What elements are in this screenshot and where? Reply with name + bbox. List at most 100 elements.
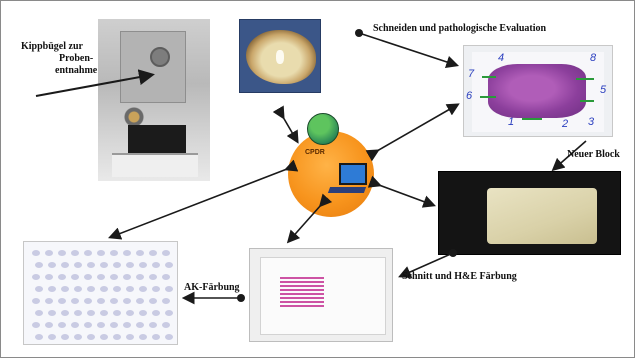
- tissue-core-dot: [152, 262, 160, 268]
- tissue-slice-photo: [239, 19, 321, 93]
- tissue-core-dot: [71, 322, 79, 328]
- tissue-core-dot: [32, 274, 40, 280]
- tissue-core-dot: [32, 250, 40, 256]
- tissue-core-dot: [87, 286, 95, 292]
- slide-mark: 6: [466, 90, 473, 102]
- tissue-core-dot: [165, 334, 173, 340]
- tissue-core-dot: [35, 286, 43, 292]
- tissue-core-dot: [139, 334, 147, 340]
- computer-icon: [339, 163, 367, 185]
- tissue-core-dot: [45, 250, 53, 256]
- tissue-core-dot: [136, 274, 144, 280]
- tissue-core-dot: [48, 310, 56, 316]
- tissue-core-dot: [87, 334, 95, 340]
- neuer-block-label: Neuer Block: [567, 149, 620, 160]
- tissue-core-dot: [126, 310, 134, 316]
- tissue-core-dot: [110, 274, 118, 280]
- tissue-core-dot: [136, 298, 144, 304]
- tissue-core-dot: [152, 286, 160, 292]
- tissue-core-dot: [152, 310, 160, 316]
- globe-icon: [307, 113, 339, 145]
- arrow-origin-dot: [355, 29, 363, 37]
- paraffin-block-photo: [438, 171, 621, 255]
- arrow-schneiden: [358, 32, 460, 69]
- arrow-schnitt: [398, 252, 454, 278]
- hub-label: CPDR: [305, 149, 325, 156]
- tissue-core-dot: [48, 262, 56, 268]
- arrow-hub-stained: [286, 193, 333, 244]
- tissue-core-dot: [123, 298, 131, 304]
- stained-slide-photo: [249, 248, 393, 342]
- tissue-core-dot: [113, 286, 121, 292]
- tissue-core-dot: [61, 262, 69, 268]
- tissue-core-dot: [123, 250, 131, 256]
- tissue-core-dot: [136, 322, 144, 328]
- slide-mark: 2: [562, 118, 569, 130]
- tissue-core-dot: [136, 250, 144, 256]
- kippbuegel-label: Kippbügel zur Proben- entnahme: [21, 41, 98, 76]
- tissue-core-dot: [45, 322, 53, 328]
- tissue-core-dot: [139, 262, 147, 268]
- tissue-core-dot: [74, 334, 82, 340]
- tissue-core-dot: [87, 262, 95, 268]
- tissue-core-dot: [58, 322, 66, 328]
- tissue-core-dot: [165, 262, 173, 268]
- tissue-core-dot: [84, 250, 92, 256]
- schneiden-label: Schneiden und pathologische Evaluation: [373, 23, 547, 34]
- tissue-core-dot: [162, 250, 170, 256]
- tissue-core-dot: [71, 250, 79, 256]
- tissue-core-dot: [162, 322, 170, 328]
- arrow-hub-array: [108, 159, 299, 240]
- tissue-core-dot: [100, 334, 108, 340]
- tissue-core-dot: [45, 274, 53, 280]
- schnitt-label: Schnitt und H&E Färbung: [402, 271, 517, 282]
- tissue-core-dot: [113, 262, 121, 268]
- tissue-core-dot: [45, 298, 53, 304]
- tissue-core-dot: [84, 298, 92, 304]
- tissue-core-dot: [74, 262, 82, 268]
- tissue-core-dot: [100, 310, 108, 316]
- slide-mark: 7: [468, 68, 475, 80]
- tissue-core-dot: [71, 274, 79, 280]
- tissue-core-dot: [61, 286, 69, 292]
- tissue-core-dot: [58, 274, 66, 280]
- slide-mark: 5: [600, 84, 607, 96]
- tissue-core-dot: [58, 298, 66, 304]
- arrow-origin-dot: [237, 294, 245, 302]
- tissue-core-dot: [126, 286, 134, 292]
- arrow-hub-block: [367, 175, 437, 208]
- arrow-hub-tissue: [272, 105, 299, 144]
- tissue-core-dot: [149, 298, 157, 304]
- tissue-core-dot: [162, 274, 170, 280]
- tissue-core-dot: [123, 274, 131, 280]
- tissue-core-dot: [165, 286, 173, 292]
- arrow-neuer-block: [551, 140, 587, 172]
- slide-mark: 1: [508, 116, 515, 128]
- tissue-core-dot: [84, 274, 92, 280]
- tissue-core-dot: [35, 334, 43, 340]
- tissue-core-dot: [87, 310, 95, 316]
- tissue-core-dot: [152, 334, 160, 340]
- tissue-core-dot: [139, 310, 147, 316]
- tissue-core-dot: [71, 298, 79, 304]
- tissue-core-dot: [110, 322, 118, 328]
- tissue-core-dot: [97, 322, 105, 328]
- tissue-core-dot: [110, 250, 118, 256]
- sampling-device-photo: [98, 19, 210, 181]
- tissue-core-dot: [126, 262, 134, 268]
- tissue-core-dot: [126, 334, 134, 340]
- tissue-core-dot: [61, 334, 69, 340]
- tissue-core-dot: [97, 274, 105, 280]
- tissue-core-dot: [35, 310, 43, 316]
- he-slide-photo: 4 8 7 6 5 1 2 3: [463, 45, 613, 137]
- tissue-core-dot: [100, 262, 108, 268]
- tissue-core-dot: [113, 310, 121, 316]
- tissue-core-dot: [35, 262, 43, 268]
- tissue-core-dot: [123, 322, 131, 328]
- tissue-core-dot: [110, 298, 118, 304]
- tissue-core-dot: [58, 250, 66, 256]
- slide-mark: 4: [498, 52, 505, 64]
- tissue-core-dot: [61, 310, 69, 316]
